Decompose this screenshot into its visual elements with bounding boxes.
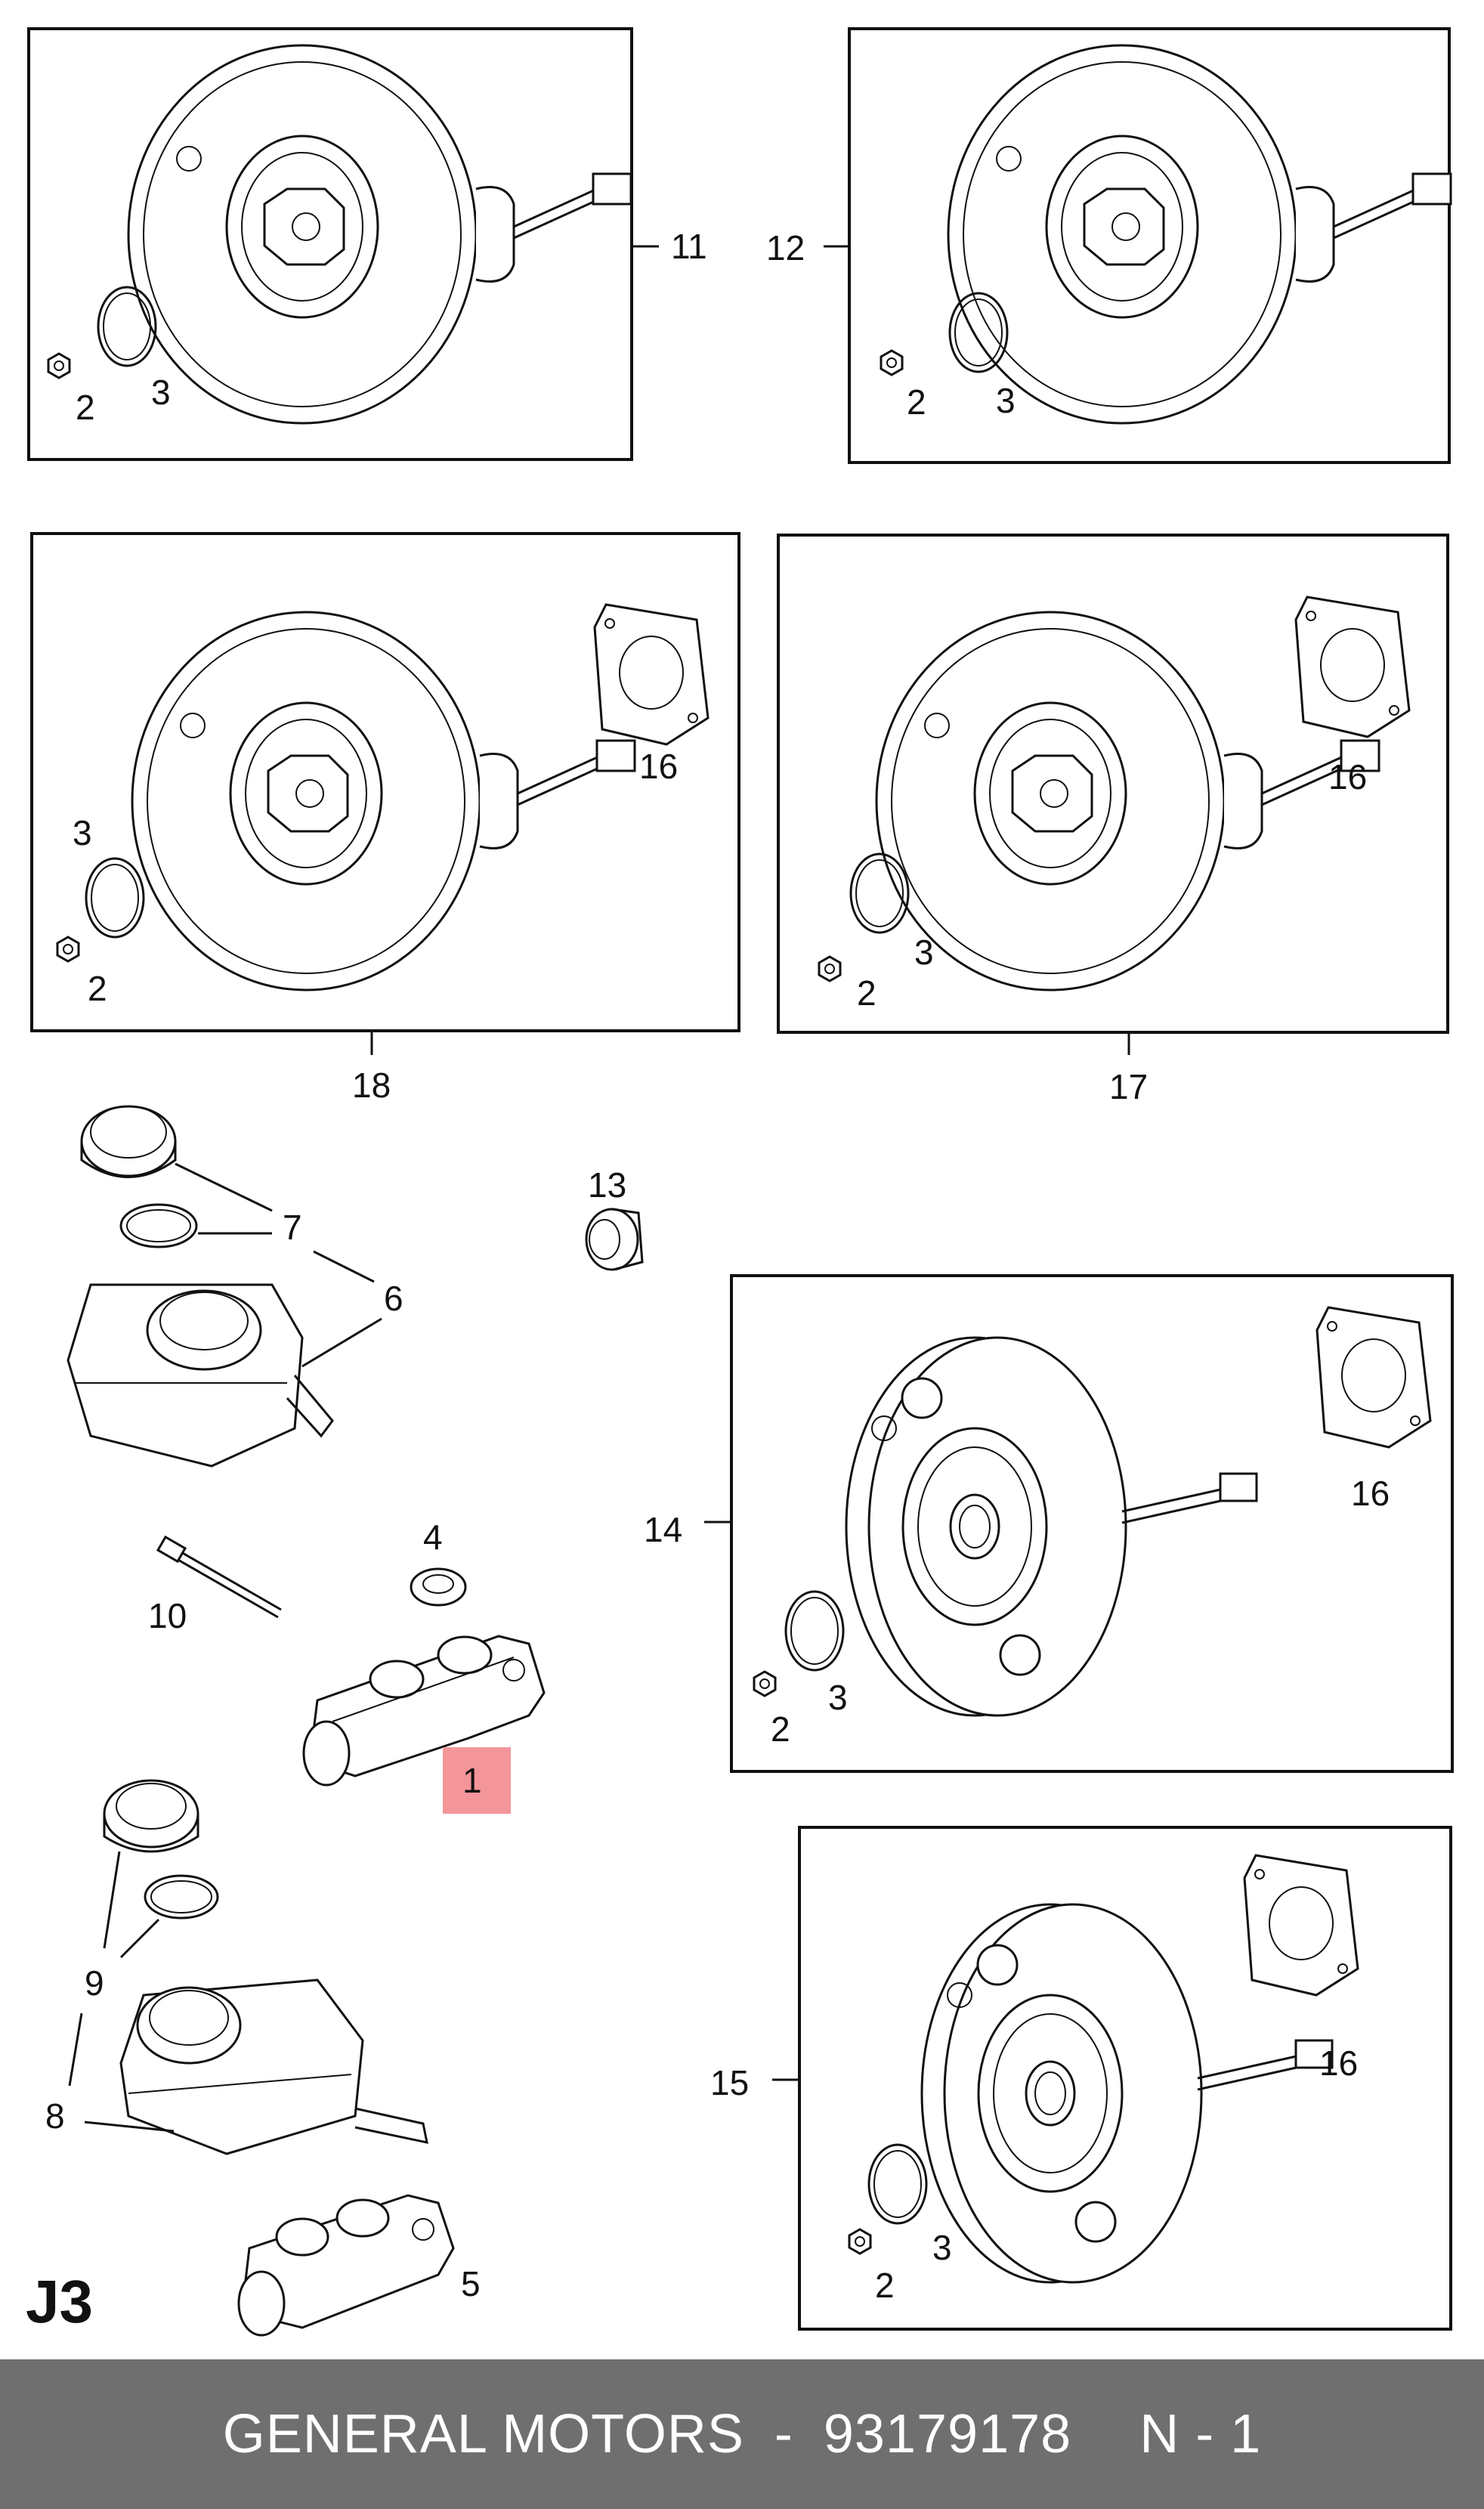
brake-booster-11	[127, 44, 632, 425]
gasket-16	[1294, 596, 1411, 738]
reservoir-cap-9	[103, 1779, 199, 1853]
fluid-reservoir-8	[119, 1978, 428, 2155]
booster-frame-18	[30, 532, 740, 1032]
booster-frame-14	[730, 1274, 1454, 1773]
o-ring-3	[85, 857, 145, 939]
footer-part-number: 93179178	[823, 2404, 1072, 2464]
footer-page-ref: N - 1	[1139, 2404, 1262, 2464]
callout-2: 2	[771, 1709, 790, 1749]
callout-13: 13	[588, 1165, 626, 1205]
master-cylinder-1	[302, 1635, 546, 1787]
callout-16: 16	[1328, 757, 1367, 797]
footer-bar: GENERAL MOTORS - 93179178 N - 1	[0, 2359, 1484, 2509]
callout-11: 11	[671, 227, 707, 266]
fluid-reservoir-6	[66, 1283, 334, 1468]
master-cylinder-5	[237, 2194, 455, 2337]
callout-8: 8	[45, 2096, 65, 2136]
brake-booster-12	[947, 44, 1452, 425]
o-ring-3	[784, 1590, 845, 1672]
callout-3: 3	[914, 933, 934, 972]
cap-seal-9	[144, 1874, 219, 1920]
brake-booster-14	[845, 1336, 1258, 1717]
callout-2: 2	[907, 382, 926, 422]
cap-seal-7	[119, 1203, 198, 1248]
callout-6: 6	[384, 1279, 403, 1318]
pin-10	[156, 1535, 282, 1619]
brake-booster-18	[131, 611, 636, 992]
nut-2	[47, 352, 71, 379]
callout-14: 14	[644, 1510, 682, 1549]
callout-4: 4	[423, 1517, 443, 1557]
highlight-part-1	[443, 1747, 511, 1814]
callout-3: 3	[73, 813, 92, 852]
nut-2	[848, 2228, 872, 2255]
nut-2	[880, 349, 904, 376]
callout-2: 2	[76, 388, 95, 427]
callout-3: 3	[828, 1678, 848, 1717]
seal-4	[410, 1567, 467, 1607]
footer-separator: -	[774, 2404, 793, 2464]
booster-frame-11	[27, 27, 633, 461]
footer-brand: GENERAL MOTORS	[222, 2404, 744, 2464]
callout-3: 3	[932, 2228, 952, 2267]
callout-16: 16	[639, 747, 678, 786]
callout-2: 2	[875, 2266, 895, 2305]
booster-frame-17	[777, 534, 1449, 1034]
grommet-13	[585, 1208, 644, 1271]
page-code: J3	[26, 2268, 93, 2335]
callout-5: 5	[461, 2264, 481, 2303]
callout-10: 10	[148, 1596, 187, 1635]
callout-12: 12	[766, 228, 805, 268]
callout-15: 15	[710, 2063, 749, 2102]
callout-18: 18	[352, 1066, 391, 1105]
callout-3: 3	[151, 373, 171, 412]
callout-17: 17	[1109, 1067, 1148, 1106]
callout-7: 7	[283, 1208, 302, 1247]
callout-9: 9	[85, 1963, 104, 2003]
callout-16: 16	[1351, 1474, 1390, 1513]
gasket-16	[593, 603, 710, 746]
callout-2: 2	[88, 969, 107, 1008]
booster-frame-15	[798, 1826, 1452, 2331]
o-ring-3	[97, 286, 157, 367]
nut-2	[56, 936, 80, 963]
nut-2	[753, 1670, 777, 1697]
nut-2	[818, 955, 842, 982]
gasket-16	[1316, 1306, 1432, 1449]
reservoir-cap-7	[80, 1105, 177, 1178]
o-ring-3	[867, 2143, 928, 2225]
callout-1: 1	[462, 1761, 482, 1800]
gasket-16	[1243, 1854, 1359, 1997]
callout-2: 2	[857, 973, 876, 1013]
callout-3: 3	[996, 381, 1016, 420]
callout-16: 16	[1319, 2043, 1358, 2083]
